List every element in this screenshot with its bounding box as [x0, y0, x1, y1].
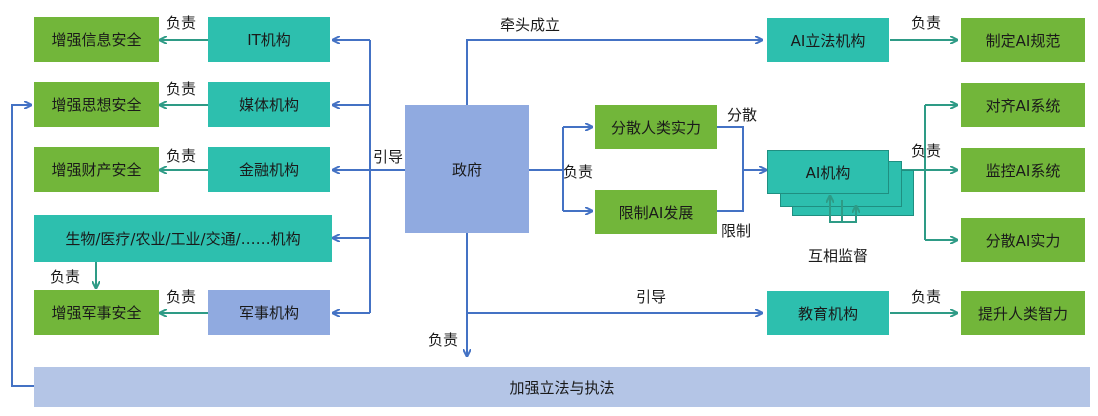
military-org-box: 军事机构	[208, 290, 330, 335]
edge-label-responsible-it: 负责	[166, 14, 197, 32]
align-ai-label: 对齐AI系统	[985, 96, 1061, 115]
ai-org-label: AI机构	[805, 163, 851, 182]
military-security-box: 增强军事安全	[34, 290, 159, 335]
industry-orgs-label: 生物/医疗/农业/工业/交通/……机构	[65, 230, 301, 248]
edge-label-responsible-ai-org: 负责	[911, 142, 942, 160]
education-org-label: 教育机构	[797, 304, 858, 323]
arrow-law-to-thought-sec	[11, 105, 34, 387]
edge-label-responsible-media: 负责	[166, 80, 197, 98]
human-intel-box: 提升人类智力	[961, 291, 1085, 335]
edge-label-responsible-education: 负责	[911, 288, 942, 306]
info-security-box: 增强信息安全	[34, 17, 159, 62]
disperse-ai-box: 分散AI实力	[961, 218, 1085, 262]
monitor-ai-box: 监控AI系统	[961, 148, 1085, 192]
finance-org-label: 金融机构	[238, 161, 299, 179]
monitor-ai-label: 监控AI系统	[985, 161, 1061, 180]
align-ai-box: 对齐AI系统	[961, 83, 1085, 127]
edge-label-disperse: 分散	[727, 106, 758, 124]
limit-ai-label: 限制AI发展	[618, 203, 694, 222]
it-org-label: IT机构	[247, 31, 291, 49]
it-org-box: IT机构	[208, 17, 330, 62]
media-org-box: 媒体机构	[208, 82, 330, 127]
edge-label-responsible-finance: 负责	[166, 147, 197, 165]
edge-label-responsible-industry: 负责	[50, 268, 81, 286]
education-org-box: 教育机构	[767, 291, 889, 335]
info-security-label: 增强信息安全	[51, 31, 142, 49]
human-intel-label: 提升人类智力	[977, 304, 1068, 323]
finance-org-box: 金融机构	[208, 147, 330, 192]
limit-ai-box: 限制AI发展	[595, 190, 717, 234]
law-enforcement-bar: 加强立法与执法	[34, 367, 1090, 407]
ai-legislation-label: AI立法机构	[790, 31, 866, 50]
military-org-label: 军事机构	[238, 304, 299, 322]
disperse-human-label: 分散人类实力	[610, 118, 701, 137]
thought-security-label: 增强思想安全	[51, 96, 142, 114]
disperse-ai-label: 分散AI实力	[985, 231, 1061, 250]
industry-orgs-box: 生物/医疗/农业/工业/交通/……机构	[34, 215, 332, 262]
ai-legislation-box: AI立法机构	[767, 18, 889, 62]
arrow-to-ai-legislation	[466, 40, 762, 105]
edge-label-restrict: 限制	[721, 222, 752, 240]
edge-label-lead-establish: 牵头成立	[500, 16, 561, 34]
restrict-connector	[717, 170, 744, 212]
edge-label-responsible-gov-down: 负责	[428, 331, 459, 349]
thought-security-box: 增强思想安全	[34, 82, 159, 127]
law-enforcement-label: 加强立法与执法	[509, 378, 615, 397]
ai-org-box: AI机构	[767, 150, 889, 194]
media-org-label: 媒体机构	[238, 96, 299, 114]
property-security-label: 增强财产安全	[51, 161, 142, 179]
edge-label-responsible-military: 负责	[166, 288, 197, 306]
property-security-box: 增强财产安全	[34, 147, 159, 192]
ai-norms-label: 制定AI规范	[985, 31, 1061, 50]
government-label: 政府	[451, 160, 482, 179]
disperse-human-box: 分散人类实力	[595, 105, 717, 149]
edge-label-responsible-gov-right: 负责	[563, 163, 594, 181]
edge-label-responsible-legislation: 负责	[911, 14, 942, 32]
edge-label-guide-left: 引导	[373, 148, 404, 166]
government-box: 政府	[405, 105, 529, 233]
edge-label-mutual-supervision: 互相监督	[808, 247, 869, 265]
edge-label-guide-education: 引导	[636, 288, 667, 306]
ai-norms-box: 制定AI规范	[961, 18, 1085, 62]
military-security-label: 增强军事安全	[51, 304, 142, 322]
disperse-connector	[717, 126, 744, 170]
